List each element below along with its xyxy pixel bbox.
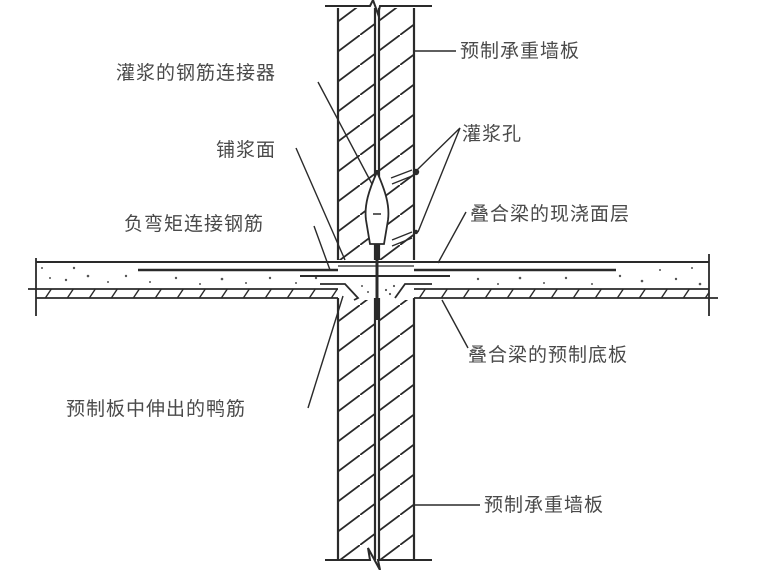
label-grout-holes: 灌浆孔 [462, 123, 523, 145]
label-grout-bed: 铺浆面 [216, 139, 277, 161]
label-precast-bottom-slab: 叠合梁的预制底板 [468, 344, 629, 366]
label-precast-wall-upper: 预制承重墙板 [460, 40, 581, 62]
label-negative-moment-rebar: 负弯矩连接钢筋 [124, 213, 265, 235]
lower-wall-panel [325, 298, 432, 570]
composite-slab-right [414, 254, 718, 316]
label-cast-in-place-topping: 叠合梁的现浇面层 [470, 203, 631, 225]
joint-core [300, 168, 450, 320]
label-duck-rebar: 预制板中伸出的鸭筋 [66, 398, 247, 420]
label-grouted-connector: 灌浆的钢筋连接器 [116, 62, 277, 84]
composite-slab-left [28, 258, 338, 316]
upper-wall-panel [325, 0, 432, 260]
leader-lines [295, 50, 480, 506]
label-precast-wall-lower: 预制承重墙板 [484, 494, 605, 516]
